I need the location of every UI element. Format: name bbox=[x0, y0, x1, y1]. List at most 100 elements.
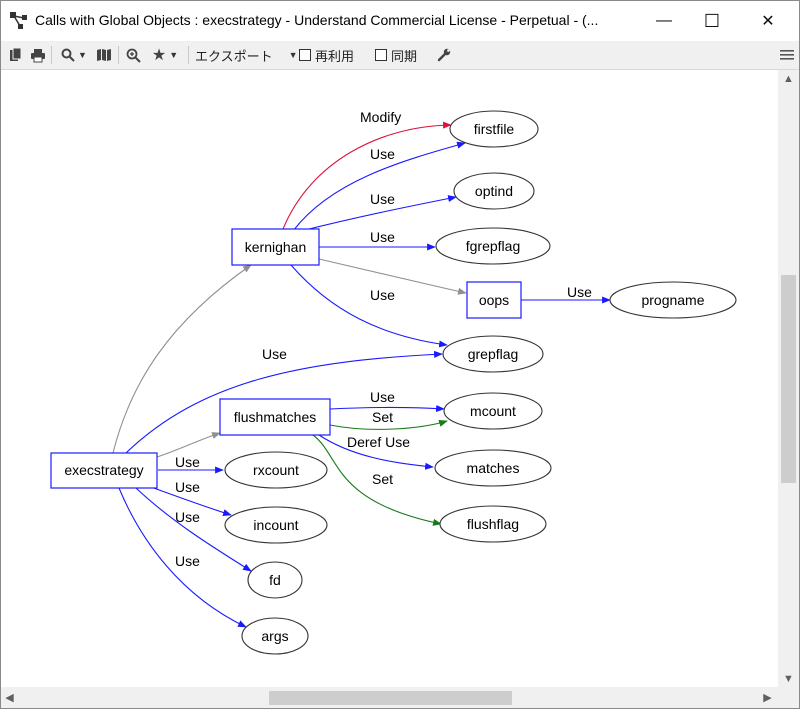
edge-label: Modify bbox=[360, 109, 401, 125]
maximize-button[interactable]: ☐ bbox=[689, 1, 735, 41]
map-icon bbox=[97, 49, 111, 61]
node-label: fd bbox=[269, 572, 281, 588]
maximize-icon: ☐ bbox=[703, 10, 721, 31]
scroll-right-icon[interactable]: ▶ bbox=[763, 692, 772, 704]
edge-kernighan-oops bbox=[318, 258, 467, 295]
node-execstrategy[interactable]: execstrategy bbox=[50, 452, 158, 489]
edge-label: Use bbox=[262, 346, 287, 362]
node-label: mcount bbox=[470, 403, 516, 419]
horizontal-scrollbar[interactable]: ◀ ▶ bbox=[1, 687, 778, 708]
edge-label: Use bbox=[175, 479, 200, 495]
horizontal-scroll-thumb[interactable] bbox=[269, 691, 512, 705]
reuse-label: 再利用 bbox=[315, 48, 355, 64]
zoom-icon bbox=[126, 48, 141, 63]
minimize-button[interactable]: — bbox=[641, 1, 687, 41]
node-optind[interactable]: optind bbox=[453, 172, 535, 210]
zoom-fit-button[interactable] bbox=[124, 45, 142, 65]
close-button[interactable]: ✕ bbox=[745, 1, 791, 41]
node-label: args bbox=[261, 628, 288, 644]
node-incount[interactable]: incount bbox=[224, 506, 328, 544]
vertical-scrollbar[interactable]: ▲ ▼ bbox=[778, 70, 799, 687]
edge-label: Use bbox=[175, 553, 200, 569]
zoom-dropdown-button[interactable]: ▼ bbox=[57, 45, 91, 65]
edge-label: Set bbox=[372, 471, 393, 487]
node-mcount[interactable]: mcount bbox=[443, 392, 543, 430]
reuse-checkbox[interactable]: 再利用 bbox=[299, 45, 371, 65]
favorite-dropdown-button[interactable]: ★ ▼ bbox=[147, 45, 183, 65]
sync-checkbox[interactable]: 同期 bbox=[375, 45, 431, 65]
edge-kernighan-firstfile-modify bbox=[282, 121, 452, 230]
node-label: progname bbox=[641, 292, 704, 308]
node-progname[interactable]: progname bbox=[609, 281, 737, 319]
graph-canvas[interactable]: Modify Use Use Use Use Use Use Use Set D… bbox=[1, 70, 778, 687]
edge-label: Use bbox=[567, 284, 592, 300]
scroll-left-icon[interactable]: ◀ bbox=[5, 692, 14, 704]
settings-button[interactable] bbox=[435, 45, 453, 65]
node-matches[interactable]: matches bbox=[434, 449, 552, 487]
vertical-scroll-thumb[interactable] bbox=[781, 275, 796, 483]
node-label: flushmatches bbox=[234, 409, 316, 425]
node-label: execstrategy bbox=[64, 462, 143, 478]
edge-kernighan-grepflag bbox=[290, 264, 448, 348]
graph-app-icon bbox=[10, 12, 27, 29]
edge-label: Use bbox=[370, 229, 395, 245]
node-firstfile[interactable]: firstfile bbox=[449, 110, 539, 148]
minimize-icon: — bbox=[656, 12, 672, 29]
scroll-down-icon[interactable]: ▼ bbox=[783, 672, 794, 685]
edge-label: Use bbox=[370, 389, 395, 405]
node-label: fgrepflag bbox=[466, 238, 520, 254]
chevron-down-icon: ▼ bbox=[78, 50, 87, 60]
edge-label: Use bbox=[370, 191, 395, 207]
checkbox-icon bbox=[299, 49, 311, 61]
node-grepflag[interactable]: grepflag bbox=[442, 335, 544, 373]
graph-diagram: Modify Use Use Use Use Use Use Use Set D… bbox=[50, 109, 737, 655]
scrollbar-corner bbox=[778, 687, 799, 708]
chevron-down-icon: ▼ bbox=[169, 50, 179, 60]
hamburger-icon bbox=[780, 50, 794, 60]
checkbox-icon bbox=[375, 49, 387, 61]
menu-button[interactable] bbox=[777, 45, 797, 65]
print-button[interactable] bbox=[29, 45, 47, 65]
node-kernighan[interactable]: kernighan bbox=[231, 228, 320, 266]
node-label: rxcount bbox=[253, 462, 299, 478]
edge-label: Use bbox=[175, 454, 200, 470]
node-label: kernighan bbox=[245, 239, 307, 255]
node-label: grepflag bbox=[468, 346, 519, 362]
title-bar[interactable]: Calls with Global Objects : execstrategy… bbox=[1, 1, 799, 41]
node-fd[interactable]: fd bbox=[247, 561, 303, 599]
node-fgrepflag[interactable]: fgrepflag bbox=[435, 227, 551, 265]
star-icon: ★ bbox=[151, 47, 167, 64]
wrench-icon bbox=[437, 48, 451, 62]
chevron-down-icon: ▼ bbox=[288, 50, 298, 60]
node-label: incount bbox=[253, 517, 298, 533]
toolbar: ▼ ★ ▼ エクスポート ▼ bbox=[1, 41, 799, 70]
node-flushflag[interactable]: flushflag bbox=[439, 505, 547, 543]
search-icon bbox=[61, 48, 75, 62]
edge-kernighan-optind bbox=[300, 195, 457, 232]
copy-icon bbox=[10, 47, 22, 61]
edge-execstrategy-args bbox=[118, 487, 247, 628]
edge-flushmatches-mcount-use bbox=[329, 405, 445, 413]
edge-flushmatches-matches bbox=[318, 434, 434, 470]
node-label: oops bbox=[479, 292, 509, 308]
copy-button[interactable] bbox=[7, 45, 25, 65]
export-dropdown[interactable]: エクスポート ▼ bbox=[195, 45, 299, 65]
node-flushmatches[interactable]: flushmatches bbox=[219, 398, 331, 436]
node-label: optind bbox=[475, 183, 513, 199]
node-args[interactable]: args bbox=[241, 617, 309, 655]
edge-execstrategy-fd bbox=[135, 487, 252, 572]
node-oops[interactable]: oops bbox=[466, 281, 522, 319]
node-label: matches bbox=[467, 460, 520, 476]
edge-label: Deref Use bbox=[347, 434, 410, 450]
edge-execstrategy-flushmatches bbox=[156, 432, 221, 458]
edge-label: Use bbox=[370, 287, 395, 303]
edge-execstrategy-kernighan bbox=[112, 264, 252, 454]
sync-label: 同期 bbox=[391, 48, 418, 64]
edge-execstrategy-grepflag bbox=[125, 350, 443, 454]
map-button[interactable] bbox=[95, 45, 113, 65]
window-title: Calls with Global Objects : execstrategy… bbox=[35, 12, 599, 28]
export-label: エクスポート bbox=[195, 48, 273, 64]
node-rxcount[interactable]: rxcount bbox=[224, 451, 328, 489]
scroll-up-icon[interactable]: ▲ bbox=[783, 72, 794, 85]
